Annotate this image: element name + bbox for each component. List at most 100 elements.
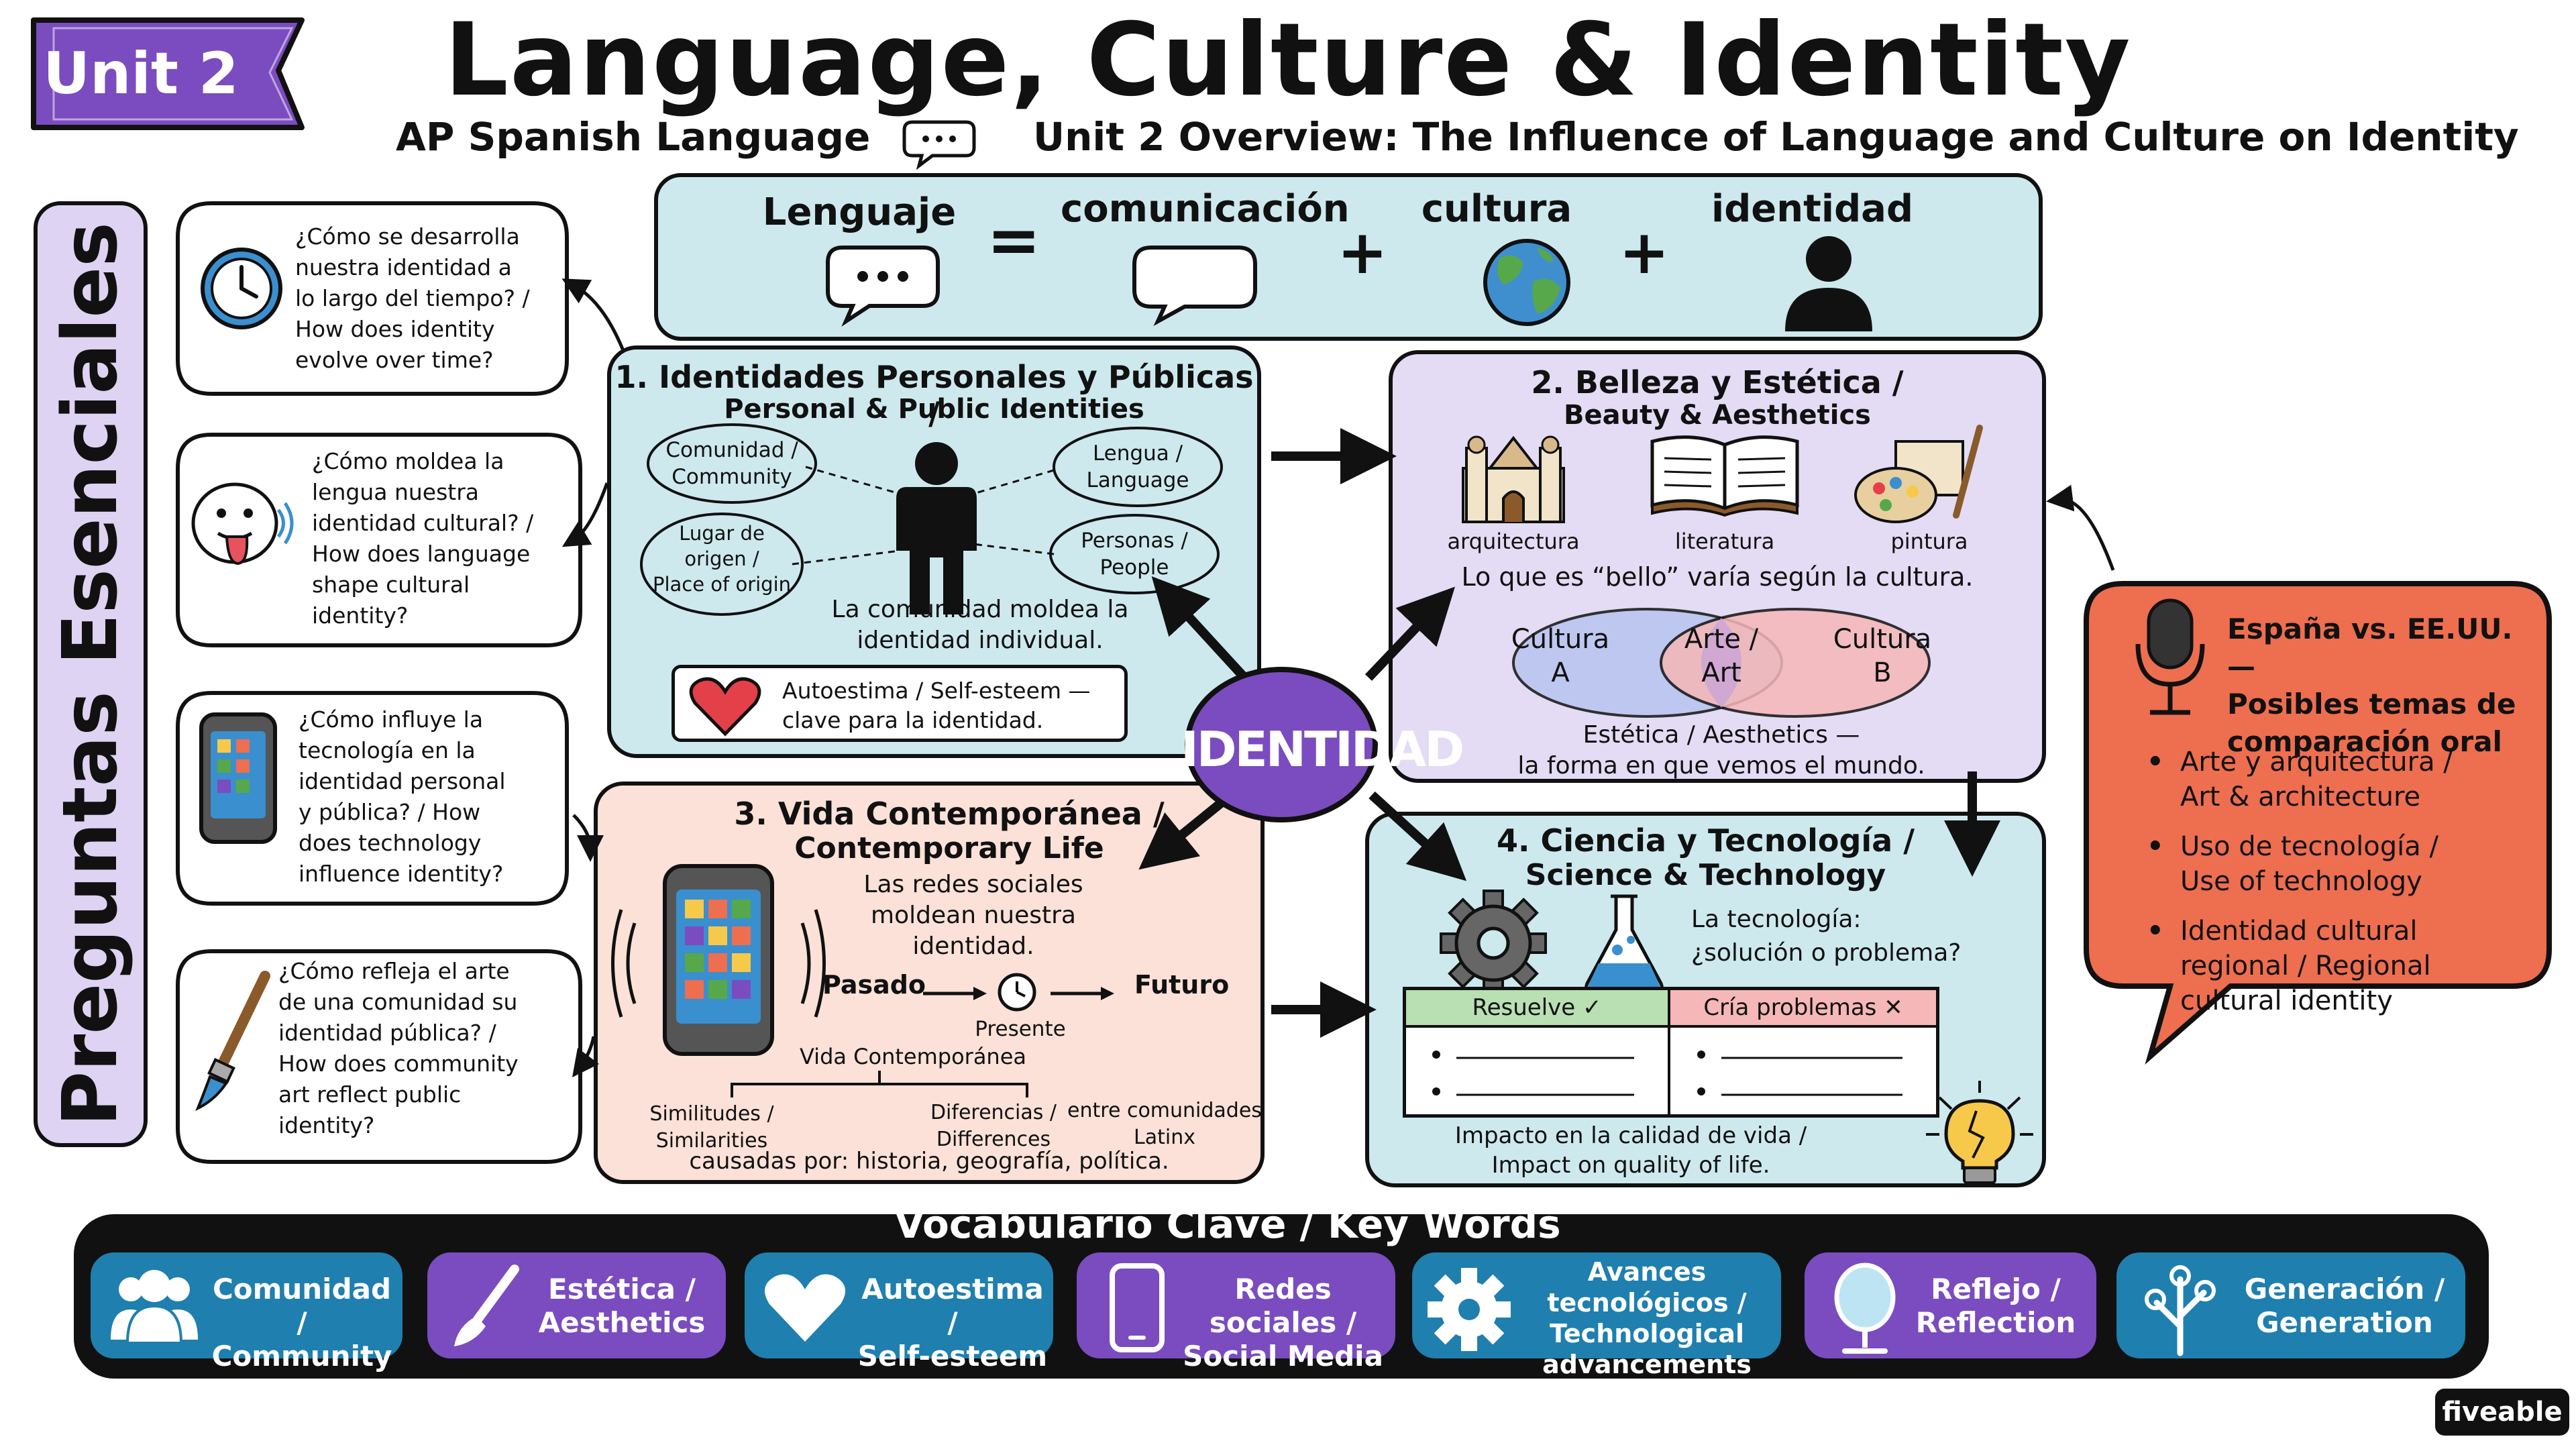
- overview-subtitle: Unit 2 Overview: The Influence of Langua…: [1033, 114, 2519, 160]
- cultura-label: cultura: [1421, 187, 1572, 231]
- section-2-subtitle: Beauty & Aesthetics: [1564, 400, 1871, 431]
- chat-icon: [902, 120, 976, 170]
- palette-easel-icon: [1854, 425, 1983, 523]
- phone-icon-vocab: [1110, 1263, 1165, 1352]
- vida-contemporanea-label: Vida Contemporánea: [799, 1044, 1026, 1069]
- cathedral-icon: [1462, 435, 1565, 523]
- culture-venn-diagram: [1512, 608, 1931, 718]
- tecnologia-question: La tecnología:¿solución o problema?: [1691, 906, 1962, 967]
- vocab-label-community: Comunidad /Community: [211, 1273, 392, 1373]
- comparison-bullet-2: • Uso de tecnología /Use of technology: [2147, 831, 2438, 897]
- vocab-label-reflection: Reflejo /Reflection: [1915, 1273, 2076, 1339]
- section-4-subtitle: Science & Technology: [1525, 858, 1886, 892]
- similitudes-label: Similitudes /Similarities: [649, 1102, 774, 1152]
- section-1-personal-public-identities: 1. Identidades Personales y Públicas / P…: [607, 345, 1261, 758]
- lenguaje-label: Lenguaje: [762, 191, 957, 234]
- main-title: Language, Culture & Identity: [444, 2, 2132, 119]
- comparison-bullets: • Arte y arquitectura /Art & architectur…: [2147, 745, 2549, 1018]
- causadas-caption: causadas por: historia, geografía, polít…: [689, 1148, 1169, 1175]
- section-2-title: 2. Belleza y Estética /: [1531, 364, 1904, 400]
- equals-sign: =: [987, 203, 1041, 278]
- identity-web-diagram: [640, 423, 1223, 616]
- diferencias-label: Diferencias /Differences: [930, 1101, 1057, 1151]
- vocab-item-generation: Generación /Generation: [2113, 1249, 2469, 1362]
- pros-cons-table: Resuelve ✓ Cría problemas ✕: [1403, 987, 1939, 1118]
- identidad-label: identidad: [1711, 187, 1914, 231]
- paintbrush-icon: [195, 971, 270, 1112]
- arquitectura-label: arquitectura: [1447, 529, 1580, 554]
- gear-icon-vocab: [1428, 1268, 1511, 1351]
- vocab-label-generation: Generación /Generation: [2244, 1273, 2445, 1339]
- speech-bubble-icon: [826, 246, 940, 327]
- vocab-item-community: Comunidad /Community: [87, 1249, 406, 1373]
- essential-questions-bar: [34, 201, 148, 1147]
- vocab-label-aesthetics: Estética /Aesthetics: [538, 1273, 706, 1339]
- community-icon: [111, 1270, 198, 1344]
- paintbrush-icon-vocab: [454, 1265, 519, 1346]
- question-bubble-2: [176, 433, 582, 647]
- section-2-beauty-aesthetics: 2. Belleza y Estética / Beauty & Aesthet…: [1389, 350, 2046, 783]
- vocab-item-self-esteem: Autoestima /Self-esteem: [741, 1249, 1057, 1373]
- mirror-icon: [1834, 1263, 1896, 1354]
- lengua-label: Lengua /Language: [1086, 441, 1189, 492]
- vocab-item-social-media: Redes sociales /Social Media: [1073, 1249, 1399, 1373]
- question-bubble-1: [176, 201, 569, 396]
- person-icon: [1785, 236, 1872, 331]
- vocab-label-social-media: Redes sociales /Social Media: [1183, 1273, 1383, 1373]
- unit-banner: [31, 17, 305, 130]
- fiveable-logo: fiveable: [2435, 1389, 2569, 1436]
- crea-problemas-header: Cría problemas ✕: [1670, 990, 1936, 1028]
- comparison-callout: [2084, 581, 2552, 1065]
- identidad-hub: [1185, 667, 1378, 822]
- clock-icon: [201, 248, 282, 329]
- vocab-label-self-esteem: Autoestima /Self-esteem: [857, 1273, 1048, 1373]
- smartphone-icon: [611, 864, 826, 1056]
- autoestima-card: Autoestima / Self-esteem —clave para la …: [672, 665, 1128, 742]
- pintura-label: pintura: [1890, 529, 1968, 554]
- table-bullets: [1432, 1028, 1902, 1115]
- unit-label: Unit 2: [43, 40, 239, 107]
- estetica-caption: Estética / Aesthetics —la forma en que v…: [1517, 721, 1925, 780]
- literatura-label: literatura: [1674, 529, 1775, 554]
- section-4-science-technology: 4. Ciencia y Tecnología / Science & Tech…: [1365, 812, 2046, 1187]
- section-3-title: 3. Vida Contemporánea /: [734, 796, 1165, 832]
- section-1-title: 1. Identidades Personales y Públicas /: [614, 359, 1254, 431]
- chat-bubble-icon: [1132, 246, 1257, 326]
- phone-icon: [199, 712, 277, 844]
- heart-icon-vocab: [764, 1274, 846, 1342]
- bello-caption: Lo que es “bello” varía según la cultura…: [1461, 562, 1974, 592]
- futuro-label: Futuro: [1134, 970, 1230, 1000]
- section-3-subtitle: Contemporary Life: [794, 831, 1104, 865]
- heart-icon: [689, 677, 761, 737]
- identidad-hub-label: IDENTIDAD: [1181, 721, 1464, 777]
- microphone-icon: [2135, 598, 2205, 715]
- resuelve-header: Resuelve ✓: [1406, 990, 1670, 1028]
- impacto-caption: Impacto en la calidad de vida /Impact on…: [1454, 1122, 1807, 1179]
- vocabulary-title: Vocabulario Clave / Key Words: [894, 1201, 1561, 1247]
- course-name: AP Spanish Language: [396, 114, 871, 160]
- vocab-item-aesthetics: Estética /Aesthetics: [424, 1249, 729, 1362]
- section-4-title: 4. Ciencia y Tecnología /: [1496, 822, 1915, 859]
- comparison-bullet-1: • Arte y arquitectura /Art & architectur…: [2147, 747, 2453, 812]
- plus-sign-2: +: [1619, 217, 1670, 288]
- plus-sign: +: [1337, 217, 1388, 288]
- arte-label: Arte /Art: [1684, 624, 1759, 688]
- presente-label: Presente: [975, 1017, 1066, 1041]
- pasado-label: Pasado: [822, 970, 926, 1000]
- equation-box: Lenguaje = comunicación + cultura + iden…: [654, 173, 2043, 341]
- branch-lines: [731, 1071, 1028, 1097]
- comunicacion-label: comunicación: [1061, 187, 1350, 231]
- globe-icon: [1483, 239, 1570, 326]
- vocab-item-reflection: Reflejo /Reflection: [1801, 1249, 2100, 1362]
